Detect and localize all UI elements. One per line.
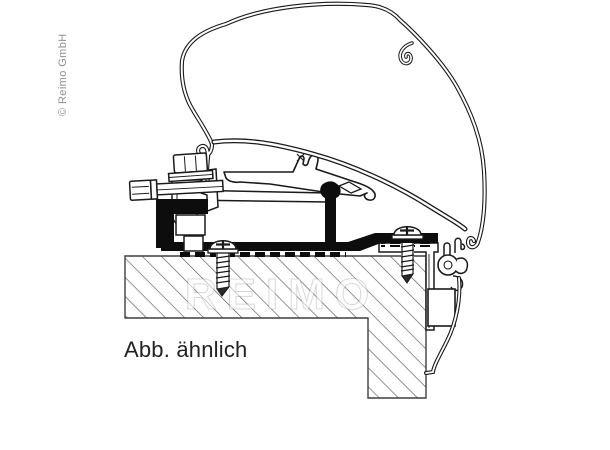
rail-spur-cross	[296, 153, 305, 162]
bolt-washer-line	[168, 173, 213, 178]
roof-screw-right	[391, 226, 424, 284]
screw-tip	[401, 273, 415, 284]
bolt-head-facets	[131, 185, 150, 195]
phillips-slot-icon	[400, 226, 414, 235]
gutter-tube-bore	[443, 260, 453, 270]
screw-threads	[215, 255, 231, 284]
bolt-head	[172, 152, 209, 174]
rain-gutter-profile	[378, 237, 469, 375]
bolt-shaft	[155, 179, 224, 196]
hex-bolt-vertical	[167, 152, 214, 183]
screw-threads	[400, 244, 415, 272]
screw-shaft-outline	[401, 243, 414, 276]
wall-channel-box	[427, 288, 456, 327]
bolt-head-facets	[183, 155, 197, 172]
awning-case-profile	[179, 1, 487, 250]
bolt-shaft-line	[156, 185, 223, 191]
hex-bolt-horizontal	[128, 179, 224, 201]
base-rail-teeth-left	[176, 251, 346, 257]
copyright-label: © Reimo GmbH	[57, 33, 69, 116]
vehicle-wall-panel	[424, 276, 462, 375]
clamp-foot	[183, 235, 204, 252]
screw-tip	[216, 286, 231, 297]
case-hook-detail-core	[399, 42, 413, 65]
gutter-tube	[437, 254, 459, 276]
case-bottom-panel-core	[212, 139, 467, 231]
phillips-slot-icon	[216, 240, 230, 249]
reimo-watermark: REIMO	[185, 270, 379, 319]
gutter-prong-right	[454, 237, 466, 253]
vehicle-roof-cross-section: REIMO	[124, 255, 427, 399]
gutter-hook-upper	[455, 257, 469, 275]
case-shell-core	[180, 2, 486, 249]
screw-shaft-outline	[216, 253, 230, 289]
caption-label: Abb. ähnlich	[124, 337, 248, 362]
clamp-insert	[175, 214, 206, 236]
roof-screw-left	[207, 240, 239, 297]
clamp-jaw	[156, 199, 208, 248]
rail-slot	[337, 181, 363, 194]
bolt-head	[128, 179, 153, 201]
gutter-prong-left	[443, 242, 451, 256]
support-strut	[320, 181, 341, 243]
